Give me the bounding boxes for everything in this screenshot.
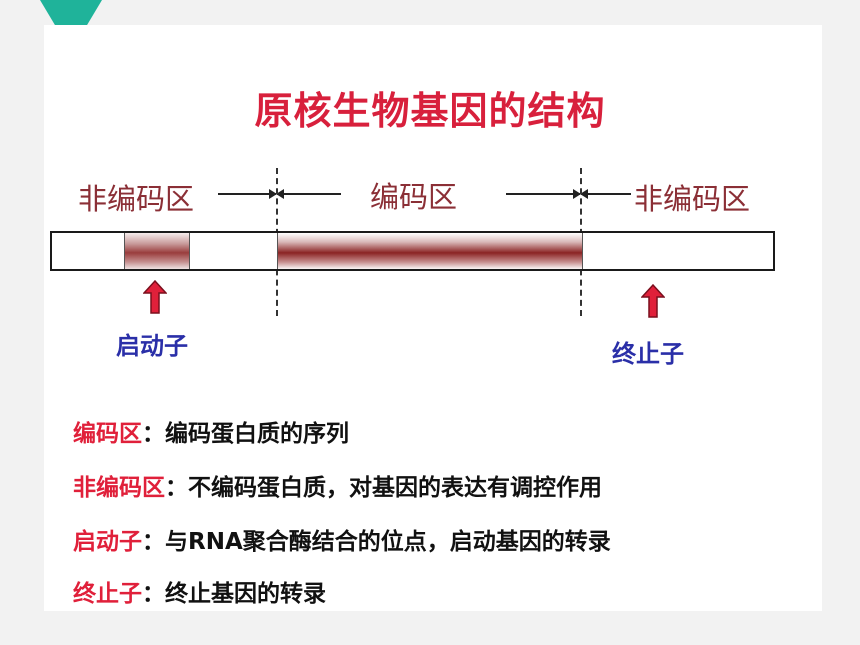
- definition-terminator: 终止子：终止基因的转录: [73, 574, 326, 608]
- definition-text: 与RNA聚合酶结合的位点，启动基因的转录: [165, 529, 611, 555]
- definition-separator: ：: [142, 529, 165, 555]
- definition-text: 终止基因的转录: [165, 581, 326, 607]
- definition-term: 非编码区: [73, 475, 165, 501]
- definition-text: 编码蛋白质的序列: [165, 421, 349, 447]
- definition-noncoding: 非编码区：不编码蛋白质，对基因的表达有调控作用: [73, 468, 602, 502]
- promoter-segment: [124, 233, 190, 269]
- definition-separator: ：: [142, 421, 165, 447]
- definition-term: 编码区: [73, 421, 142, 447]
- page-title: 原核生物基因的结构: [254, 89, 606, 133]
- left-noncoding-label: 非编码区: [78, 182, 195, 216]
- corner-decoration: [40, 0, 102, 27]
- right-boundary-arrow: [580, 189, 631, 199]
- definition-promoter: 启动子：与RNA聚合酶结合的位点，启动基因的转录: [73, 522, 611, 556]
- definition-text: 不编码蛋白质，对基因的表达有调控作用: [188, 475, 602, 501]
- coding-segment: [277, 233, 583, 269]
- definition-separator: ：: [142, 581, 165, 607]
- definition-term: 启动子: [73, 529, 142, 555]
- slide-panel: [44, 25, 822, 611]
- promoter-arrow-icon: [143, 280, 167, 314]
- terminator-arrow-icon: [641, 284, 665, 318]
- coding-region-label: 编码区: [370, 180, 458, 214]
- right-noncoding-label: 非编码区: [634, 182, 751, 216]
- left-boundary-arrow: [218, 189, 277, 199]
- definition-term: 终止子: [73, 581, 142, 607]
- promoter-label: 启动子: [116, 332, 188, 360]
- coding-left-arrow: [276, 189, 341, 199]
- definition-separator: ：: [165, 475, 188, 501]
- terminator-label: 终止子: [612, 340, 684, 368]
- definition-coding: 编码区：编码蛋白质的序列: [73, 414, 349, 448]
- coding-right-arrow: [506, 189, 581, 199]
